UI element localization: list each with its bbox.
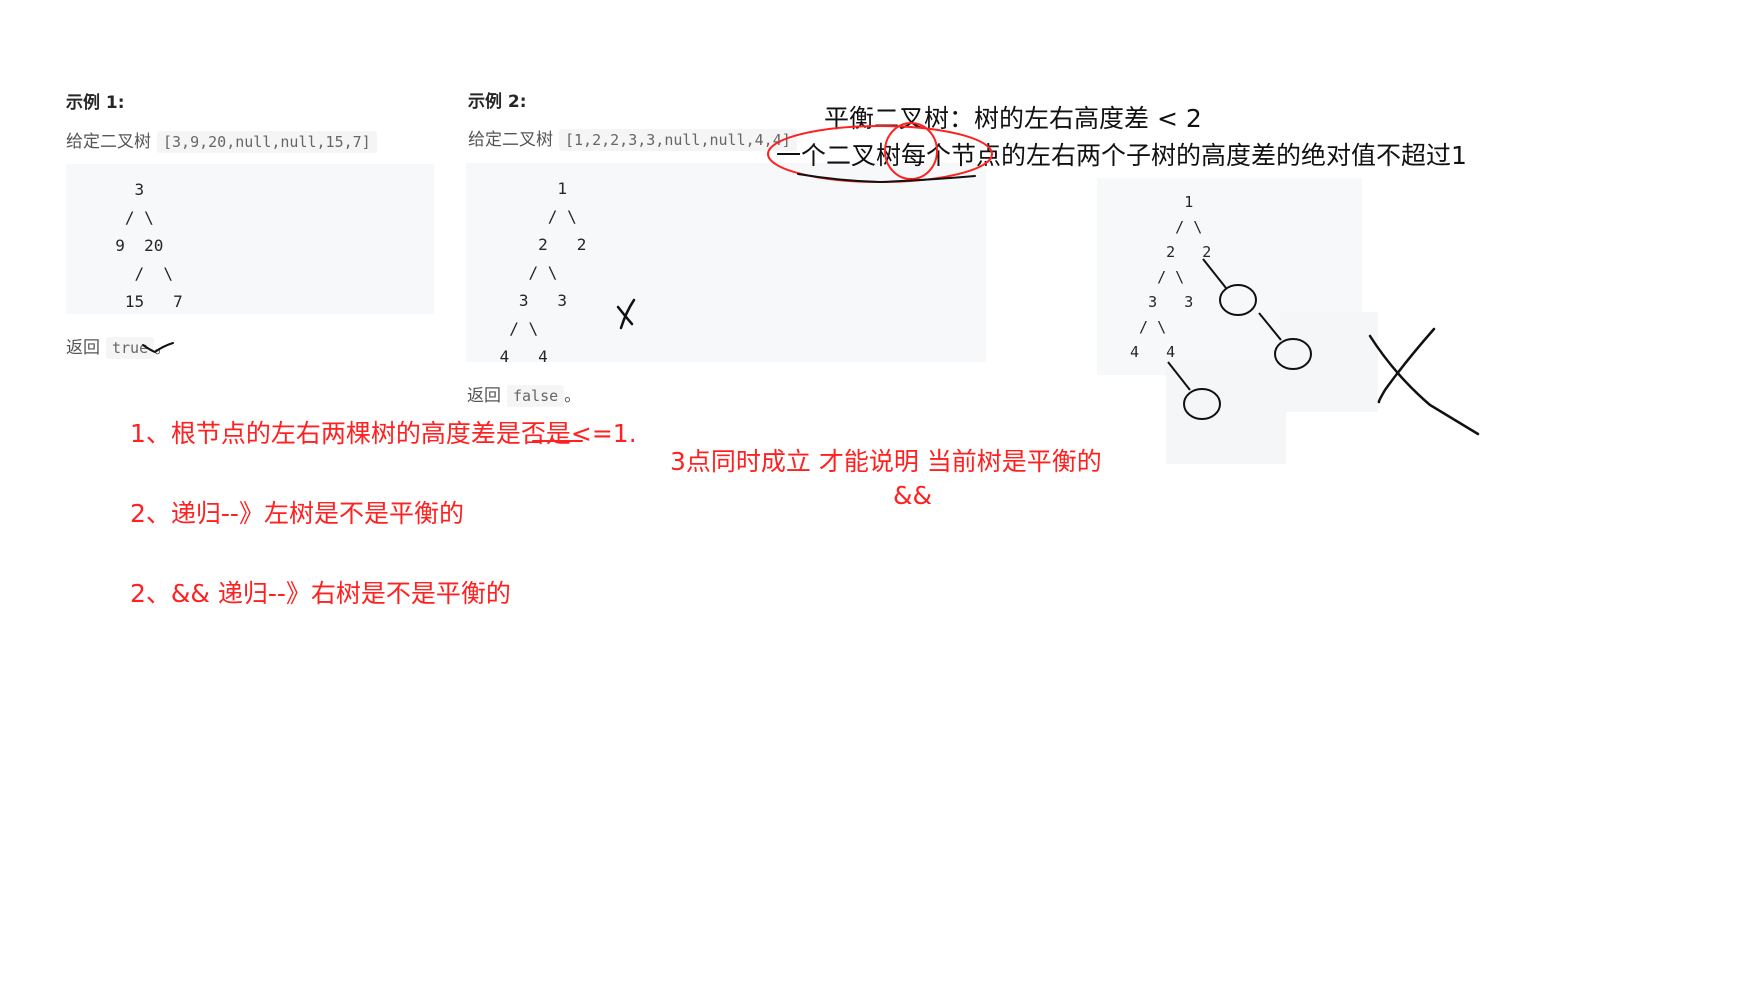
example2-heading: 示例 2:	[468, 92, 527, 112]
tree-line: 15 7	[96, 292, 183, 311]
tree-line: 2 2	[1166, 243, 1212, 261]
tree-line: / \	[528, 263, 558, 282]
tree-line: / \	[1139, 318, 1167, 336]
example2-return: 返回 false。	[467, 381, 582, 407]
tree-line: / \	[124, 208, 154, 227]
example2-return-suffix: 。	[564, 386, 582, 406]
point-3: 2、&& 递归--》右树是不是平衡的	[130, 579, 511, 608]
tree-line: / \	[509, 319, 539, 338]
example2-given: 给定二叉树 [1,2,2,3,3,null,null,4,4]	[468, 125, 797, 151]
checkmark-icon	[142, 342, 174, 354]
black-underline-stroke	[797, 173, 976, 184]
every-node-definition: 一个二叉树每个节点的左右两个子树的高度差的绝对值不超过1	[776, 141, 1467, 170]
example2-return-value: false	[507, 385, 565, 407]
example1-heading: 示例 1:	[66, 93, 125, 113]
annotation-tree-overlay-right	[1280, 312, 1378, 412]
tree-line: / \	[1175, 218, 1203, 236]
example1-return-value: true	[106, 337, 155, 359]
example2-given-value: [1,2,2,3,3,null,null,4,4]	[559, 129, 797, 151]
example1-return-label: 返回	[66, 338, 100, 358]
tree-line: 3	[134, 180, 145, 199]
example1-code-block: 3 / \ 9 20 / \ 15 7	[66, 164, 434, 314]
tree-line: 1	[557, 179, 568, 198]
example1-tree: 3 / \ 9 20 / \ 15 7	[66, 164, 434, 316]
tree-line: / \	[547, 207, 577, 226]
conclusion-note: 3点同时成立 才能说明 当前树是平衡的	[670, 447, 1102, 476]
node-circle-icon	[1219, 284, 1257, 316]
point-1: 1、根节点的左右两棵树的高度差是否是<=1.	[130, 419, 637, 448]
example1-given: 给定二叉树 [3,9,20,null,null,15,7]	[66, 127, 377, 153]
tree-line: / \	[1157, 268, 1185, 286]
example2-code-block: 1 / \ 2 2 / \ 3 3 / \ 4 4	[466, 163, 986, 366]
balanced-definition: 平衡二叉树：树的左右高度差 < 2	[824, 104, 1202, 133]
example2-given-label: 给定二叉树	[468, 130, 553, 150]
example2-tree: 1 / \ 2 2 / \ 3 3 / \ 4 4	[466, 163, 986, 371]
tree-line: 4 4	[490, 347, 548, 366]
example1-given-label: 给定二叉树	[66, 132, 151, 152]
node-circle-icon	[1274, 338, 1312, 370]
big-cross-icon	[1368, 327, 1480, 436]
point-2: 2、递归--》左树是不是平衡的	[130, 499, 464, 528]
tree-line: 4 4	[1121, 343, 1176, 361]
tree-line: 3 3	[518, 291, 568, 310]
red-circle-highlight	[884, 122, 938, 180]
example1-given-value: [3,9,20,null,null,15,7]	[157, 131, 377, 153]
annotation-tree: 1 / \ 2 2 / \ 3 3 / \ 4 4	[1097, 178, 1362, 365]
and-operator-note: &&	[893, 481, 932, 510]
node-circle-icon	[1183, 388, 1221, 420]
small-cross-icon	[616, 298, 636, 330]
tree-line: 1	[1184, 193, 1194, 211]
tree-line: / \	[134, 264, 174, 283]
tree-line: 2 2	[538, 235, 587, 254]
example2-return-label: 返回	[467, 386, 501, 406]
tree-line: 3 3	[1148, 293, 1194, 311]
tree-line: 9 20	[115, 236, 164, 255]
extended-tree-drawing	[1167, 258, 1312, 420]
